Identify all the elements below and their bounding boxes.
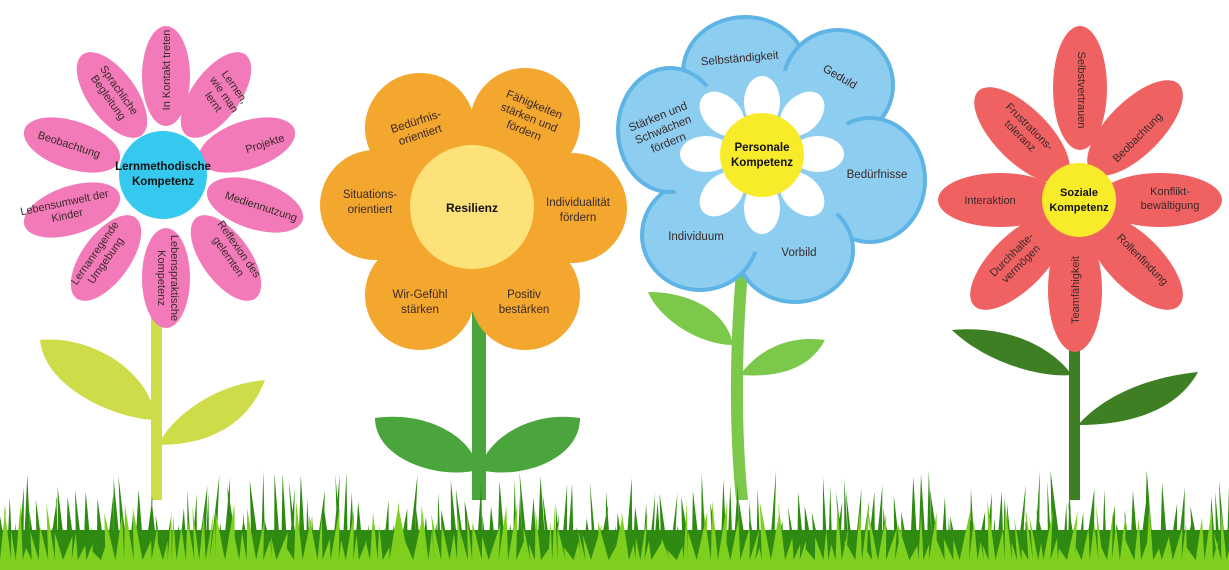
petal-selbstvertrauen (1053, 26, 1107, 150)
petal-in-kontakt-treten (142, 26, 190, 126)
stem (472, 300, 486, 500)
petal-durchhalte (970, 214, 1066, 310)
leaf-right (480, 416, 580, 473)
center-label: Resilienz (446, 201, 498, 215)
petal-label-bedurfnisse: Bedürfnisse (847, 169, 908, 181)
inner-petal (680, 136, 732, 172)
petals (320, 68, 627, 350)
petal-frustrations (974, 87, 1070, 183)
leaf-left (952, 329, 1072, 376)
petal-lebensumwelt (23, 182, 121, 238)
inner-petal (792, 136, 844, 172)
leaf-right (740, 338, 825, 376)
flower-resilienz: Resilienz Fähigkeitenstärken undfördern … (320, 68, 627, 500)
petal-label-selbstvertrauen: Selbstvertrauen (1075, 51, 1087, 128)
petals-inner (680, 76, 844, 234)
petal-label-konflikt: Konflikt-bewältigung (1141, 186, 1200, 212)
grass-blades (0, 500, 1229, 570)
petal-label-in-kontakt-treten: In Kontakt treten (161, 30, 173, 111)
petals (938, 26, 1222, 352)
petal-rollenfindung (1087, 214, 1183, 310)
petal-projekte (198, 117, 296, 173)
petal-label-teamfahigkeit: Teamfähigkeit (1070, 256, 1082, 324)
center-circle (1042, 163, 1116, 237)
petal-mediennutzung (206, 177, 304, 233)
petal-lernanregende (70, 215, 142, 301)
stem (151, 300, 162, 500)
petal-beobachtung (23, 117, 121, 173)
petal-sprachliche-begleitung (76, 52, 148, 138)
petal-lebenspraktische (142, 228, 190, 328)
petal-interaktion (938, 173, 1062, 227)
leaf-left (40, 339, 156, 420)
center-circle (119, 131, 207, 219)
leaf-right (158, 380, 265, 445)
grass (0, 470, 1229, 570)
petal-label-interaktion: Interaktion (964, 195, 1015, 207)
leaf-right (1078, 372, 1198, 425)
petal-reflexion (190, 215, 262, 301)
petal-teamfahigkeit (1048, 228, 1102, 352)
petal-konflikt (1098, 173, 1222, 227)
petal-lernen-wie-man-lernt (180, 52, 252, 138)
petal-label-individuum: Individuum (668, 231, 724, 243)
petal-label-situations: Situations-orientiert (343, 189, 398, 216)
petals (23, 26, 304, 328)
petal-label-lebenspraktische: LebenspraktischeKompetenz (155, 235, 180, 321)
stem (1069, 300, 1080, 500)
leaf-left (375, 416, 478, 473)
leaf-left (648, 292, 733, 345)
petal-beobachtung (1087, 80, 1183, 176)
center-circle (720, 113, 804, 197)
petal-label-vorbild: Vorbild (781, 247, 816, 259)
center-circle (410, 145, 534, 269)
